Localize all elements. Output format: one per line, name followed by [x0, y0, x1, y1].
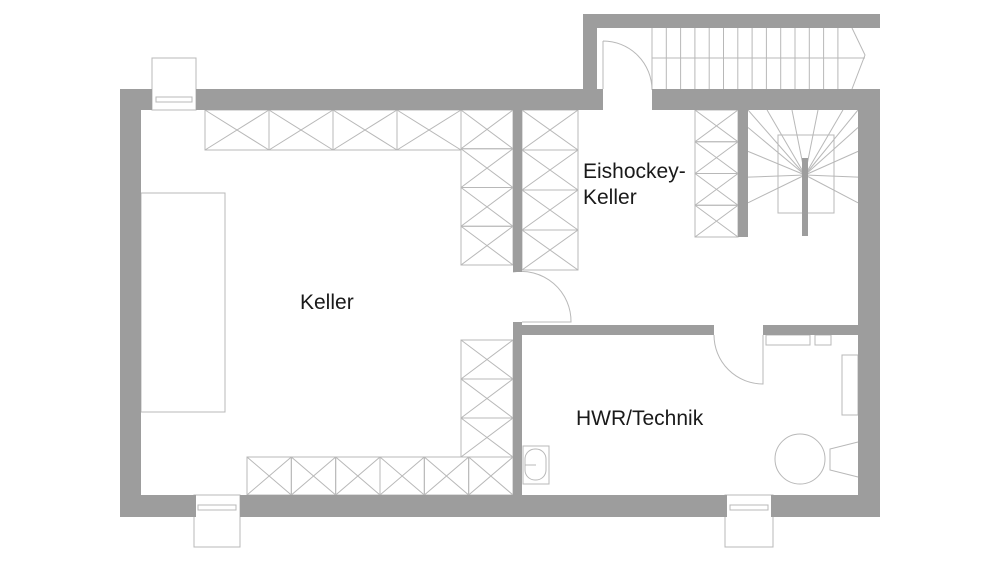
stair-step — [747, 150, 806, 176]
sink — [522, 445, 550, 485]
shelf-box — [204, 109, 270, 151]
shelf-box — [694, 204, 739, 238]
shelf-box — [694, 109, 739, 143]
shelf-box — [521, 189, 579, 231]
shelf-box — [521, 229, 579, 271]
heater — [829, 441, 859, 478]
shelf-box — [460, 339, 514, 380]
door-hwr — [713, 334, 764, 385]
stair-step — [747, 127, 806, 176]
stair-step — [747, 109, 806, 176]
shelf-box — [290, 456, 337, 496]
door-keller-eishockey — [512, 270, 572, 323]
shelf-box — [460, 109, 514, 150]
stair-arrow — [851, 27, 866, 90]
stair-step — [804, 150, 859, 176]
shelf-box — [521, 109, 579, 151]
stair-step — [804, 174, 859, 204]
shelf-box — [379, 456, 425, 496]
cabinet — [841, 354, 859, 416]
appliance — [814, 334, 832, 346]
room-label-hwr: HWR/Technik — [576, 407, 704, 430]
stair-step — [804, 109, 844, 176]
stair-step — [804, 109, 859, 176]
walls — [120, 14, 880, 517]
appliance — [765, 334, 811, 346]
room-label-keller: Keller — [300, 291, 354, 314]
window-top — [151, 57, 197, 111]
shelf-box — [694, 141, 739, 174]
shelf-box — [460, 378, 514, 419]
room-label-eishockey-2: Keller — [583, 186, 637, 209]
window-bottom-left — [193, 494, 241, 548]
boiler-tank — [774, 433, 826, 485]
shelf-box — [335, 456, 381, 496]
shelf-box — [460, 225, 514, 266]
shelf-box — [460, 187, 514, 227]
door-annex — [602, 40, 653, 91]
shelf-box — [694, 173, 739, 206]
shelf-box — [460, 417, 514, 458]
stair-step — [747, 174, 806, 178]
fixtures — [140, 40, 859, 548]
shelf-box — [521, 149, 579, 191]
stair-step — [804, 174, 859, 178]
window-bottom-right — [724, 494, 774, 548]
shelf-box — [468, 456, 514, 496]
room-label-eishockey: Eishockey- — [583, 160, 686, 183]
shelf-box — [423, 456, 470, 496]
stair-step — [747, 174, 806, 204]
shelf-box — [332, 109, 398, 151]
shelf-box — [460, 148, 514, 188]
stair-step — [804, 127, 859, 176]
shelf-box — [246, 456, 292, 496]
staircase — [651, 27, 866, 204]
shelf-box — [268, 109, 334, 151]
shelf-box — [396, 109, 462, 151]
large-storage-block — [140, 192, 226, 413]
stair-step — [766, 109, 806, 176]
